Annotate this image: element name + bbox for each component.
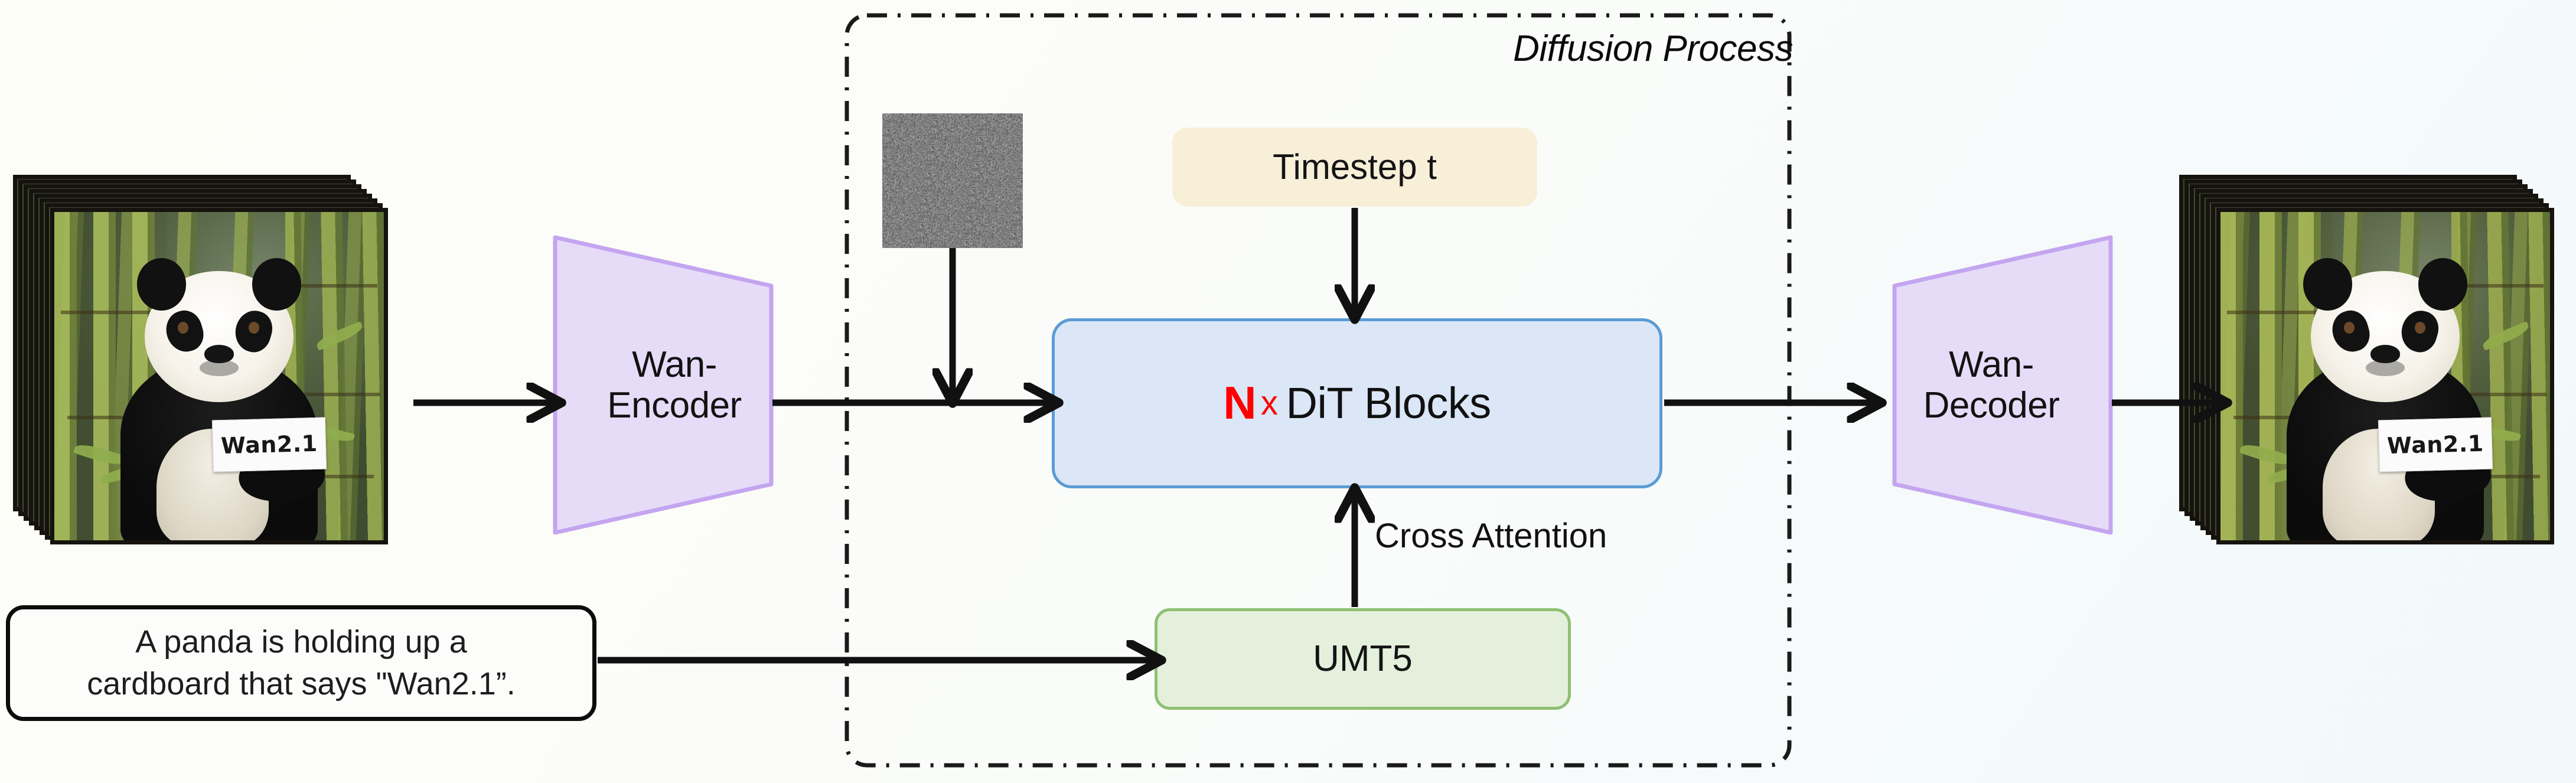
cardboard-sign-text: Wan2.1	[220, 430, 318, 459]
wan-encoder-label-line1: Wan-	[632, 344, 717, 385]
cross-attention-label: Cross Attention	[1375, 516, 1607, 555]
dit-multiply-symbol: x	[1261, 383, 1278, 422]
dit-repeat-count: N	[1223, 377, 1257, 429]
prompt-textbox[interactable]: A panda is holding up a cardboard that s…	[6, 605, 596, 721]
timestep-label: Timestep t	[1273, 147, 1437, 187]
cardboard-sign: Wan2.1	[211, 417, 327, 472]
wan-decoder-label-line1: Wan-	[1949, 344, 2034, 385]
umt5-text-encoder-box[interactable]: UMT5	[1155, 608, 1571, 710]
dit-blocks-box[interactable]: N x DiT Blocks	[1052, 318, 1662, 488]
wan-decoder-block[interactable]: Wan- Decoder	[1870, 235, 2113, 535]
cardboard-sign-text: Wan2.1	[2386, 430, 2484, 459]
noise-latent-patch	[882, 113, 1023, 248]
dit-blocks-label: DiT Blocks	[1286, 378, 1492, 428]
cardboard-sign: Wan2.1	[2378, 417, 2493, 472]
wan-encoder-block[interactable]: Wan- Encoder	[553, 235, 796, 535]
diffusion-process-label: Diffusion Process	[1513, 28, 1793, 70]
prompt-line-1: A panda is holding up a	[135, 624, 467, 660]
panda-frame-image: Wan2.1	[2220, 212, 2550, 540]
wan-encoder-label-line2: Encoder	[607, 385, 742, 426]
input-video-frame-stack: Wan2.1	[13, 175, 391, 588]
diffusion-process-region	[843, 12, 1793, 769]
wan-decoder-label-line2: Decoder	[1923, 385, 2060, 426]
panda-frame-image: Wan2.1	[54, 212, 384, 540]
umt5-label: UMT5	[1313, 638, 1413, 680]
output-video-frame-stack: Wan2.1	[2179, 175, 2557, 588]
prompt-line-2: cardboard that says "Wan2.1”.	[87, 666, 516, 702]
timestep-box[interactable]: Timestep t	[1172, 128, 1537, 207]
